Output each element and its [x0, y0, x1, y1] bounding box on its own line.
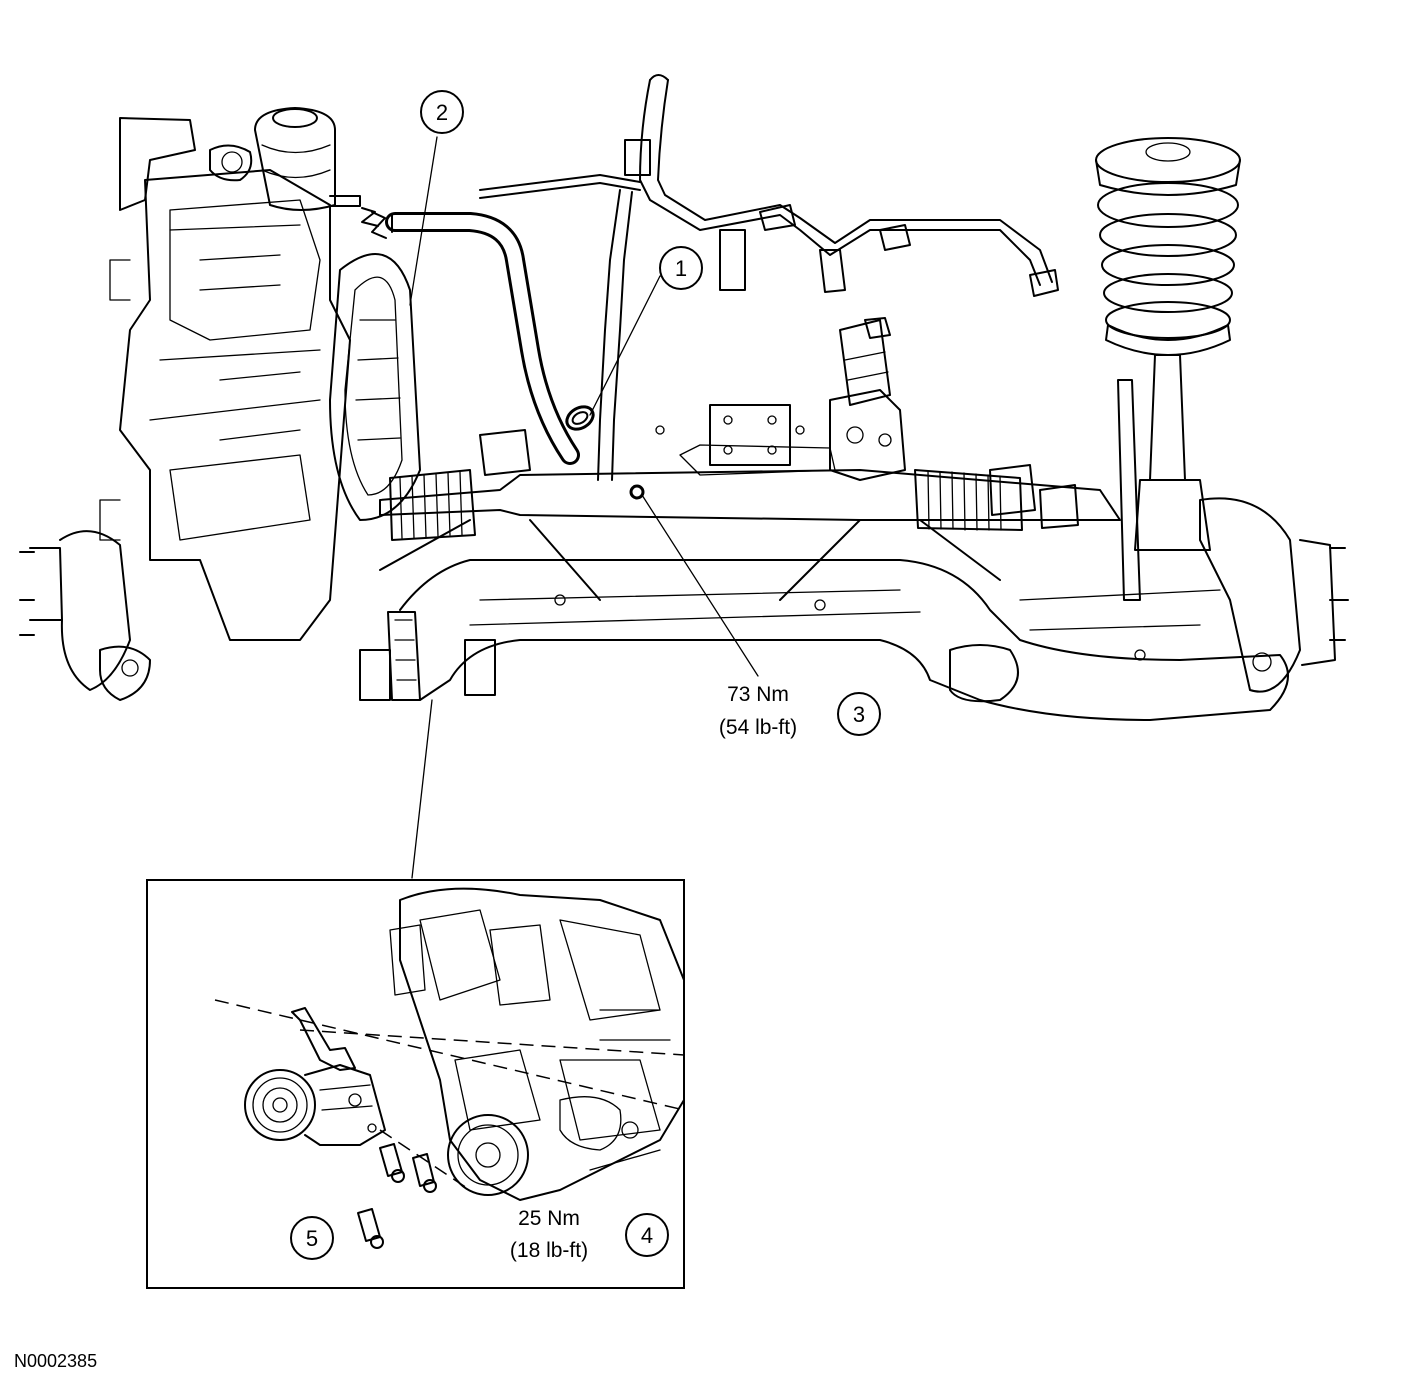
engine-block [99, 107, 361, 641]
callout-4: 4 [625, 1213, 669, 1257]
hose-clamp [565, 405, 595, 431]
callout-2-label: 2 [436, 100, 448, 125]
inset-engine-view [389, 887, 685, 1201]
figure-id: N0002385 [14, 1351, 97, 1371]
pressure-lines [479, 74, 1059, 481]
steering-rack [379, 317, 1121, 541]
callout-5: 5 [290, 1216, 334, 1260]
torque-pump-imperial: (18 lb-ft) [510, 1239, 588, 1262]
callout-1: 1 [659, 246, 703, 290]
torque-label-rack-bolt: 73 Nm (54 lb-ft) [719, 683, 797, 739]
front-subframe-assembly [19, 74, 1349, 721]
inset-frame [146, 879, 685, 1289]
rack-bolt [629, 484, 645, 500]
right-strut-spring [1095, 137, 1349, 693]
callout-1-label: 1 [675, 256, 687, 281]
callout-3: 3 [837, 692, 881, 736]
torque-pump-metric: 25 Nm [518, 1207, 580, 1230]
torque-rack-imperial: (54 lb-ft) [719, 716, 797, 739]
detail-inset [146, 879, 685, 1289]
pump-bolts [357, 1143, 437, 1249]
power-steering-pump [244, 1007, 386, 1146]
callout-2: 2 [420, 90, 464, 134]
left-knuckle [19, 530, 151, 701]
torque-rack-metric: 73 Nm [727, 683, 789, 706]
torque-label-pump-bolts: 25 Nm (18 lb-ft) [510, 1207, 588, 1262]
subframe [359, 425, 1289, 721]
callout-5-label: 5 [306, 1226, 318, 1251]
callout-4-label: 4 [641, 1223, 653, 1248]
callout-3-label: 3 [853, 702, 865, 727]
